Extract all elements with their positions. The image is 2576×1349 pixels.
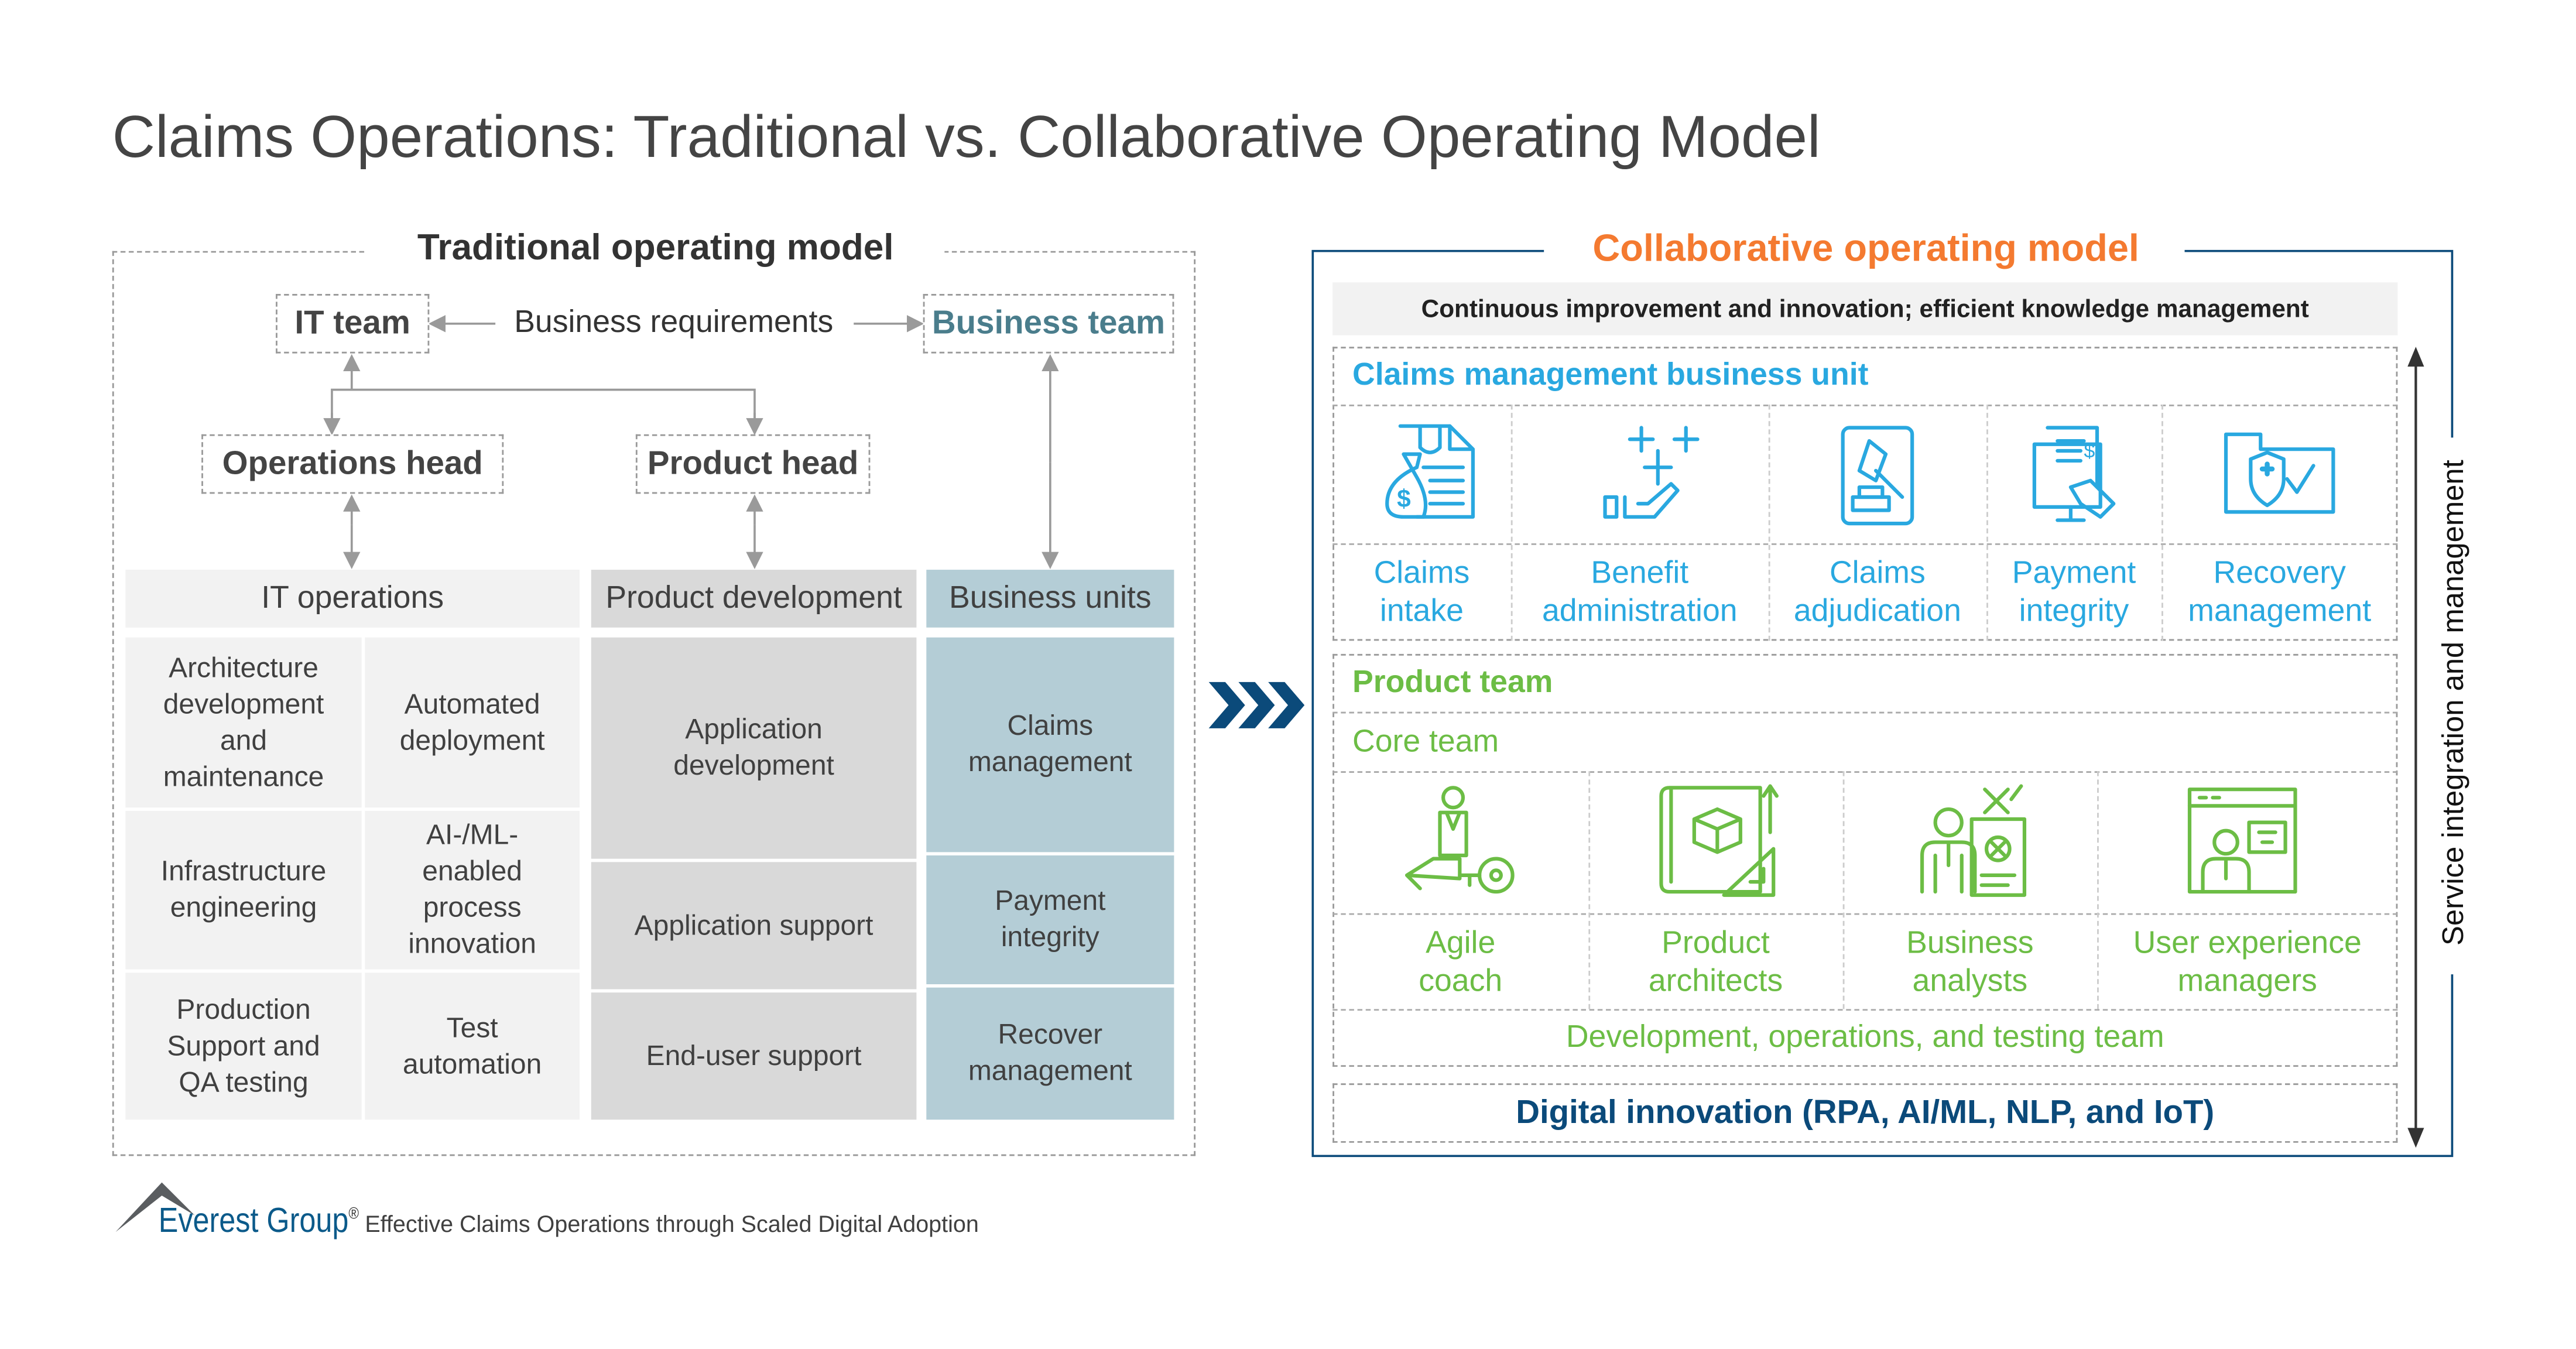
core-team-label: Core team [1352, 725, 1499, 760]
label-line: coach [1419, 964, 1503, 999]
chevron-right-icon [1208, 682, 1305, 728]
business-cell: Payment integrity [926, 855, 1174, 985]
label-line: architects [1648, 964, 1783, 999]
collaborative-frame [1311, 249, 2454, 1158]
column-header-business-units: Business units [926, 570, 1174, 628]
column-header-it-operations: IT operations [125, 570, 580, 628]
it-cell: Production Support and QA testing [125, 973, 362, 1120]
divider [1332, 543, 2398, 545]
product-cell: Application development [591, 637, 917, 859]
divider [1332, 913, 2398, 915]
business-team-box: Business team [923, 294, 1174, 354]
divider [1332, 771, 2398, 773]
it-team-box: IT team [276, 294, 430, 354]
divider [1332, 405, 2398, 406]
product-head-box: Product head [635, 434, 871, 494]
it-cell: AI-/ML-enabled process innovation [365, 810, 580, 970]
traditional-heading: Traditional operating model [366, 224, 945, 271]
label-line: Claims [1829, 556, 1926, 591]
svg-text:$: $ [2084, 440, 2095, 462]
label-line: Recovery [2213, 556, 2346, 591]
payment-document-icon: $ [2032, 426, 2116, 522]
business-requirements-label: Business requirements [514, 305, 834, 341]
column-header-product-development: Product development [591, 570, 917, 628]
person-key-icon [1405, 786, 1515, 894]
it-cell: Architecture development and maintenance [125, 637, 362, 808]
business-cell: Claims management [926, 637, 1174, 852]
digital-innovation-box: Digital innovation (RPA, AI/ML, NLP, and… [1332, 1083, 2398, 1143]
claims-unit-box [1332, 347, 2398, 641]
business-cell: Recover management [926, 987, 1174, 1120]
product-cell: End-user support [591, 992, 917, 1120]
devops-team-label: Development, operations, and testing tea… [1566, 1021, 2164, 1056]
it-cell: Infrastructure engineering [125, 810, 362, 970]
money-bag-document-icon: $ [1385, 424, 1475, 519]
hand-plus-icon [1603, 426, 1700, 519]
label-line: administration [1542, 594, 1738, 629]
divider [1588, 771, 1591, 1009]
it-cell: Test automation [365, 973, 580, 1120]
page-title: Claims Operations: Traditional vs. Colla… [112, 102, 1821, 170]
svg-text:$: $ [1397, 485, 1411, 512]
divider [1510, 405, 1513, 641]
divider [2097, 771, 2099, 1009]
shield-folder-icon [2224, 432, 2335, 514]
label-line: integrity [2019, 594, 2129, 629]
it-cell: Automated deployment [365, 637, 580, 808]
label-line: User experience [2133, 926, 2362, 961]
label-line: Claims [1373, 556, 1470, 591]
divider [1842, 771, 1845, 1009]
label-line: analysts [1912, 964, 2028, 999]
product-cell: Application support [591, 862, 917, 990]
everest-logo-text: Everest Group® [159, 1202, 359, 1242]
footer-caption: Effective Claims Operations through Scal… [365, 1210, 979, 1237]
divider [1332, 711, 2398, 714]
divider [2161, 405, 2163, 641]
gavel-icon [1841, 426, 1914, 526]
divider [1768, 405, 1770, 641]
label-line: adjudication [1793, 594, 1961, 629]
label-line: Business [1906, 926, 2034, 961]
divider [1986, 405, 1988, 641]
analyst-icon [1920, 784, 2027, 897]
product-team-title: Product team [1352, 665, 1553, 700]
claims-unit-title: Claims management business unit [1352, 358, 1869, 393]
label-line: intake [1379, 594, 1464, 629]
collaborative-heading: Collaborative operating model [1592, 225, 2139, 269]
label-line: Agile [1426, 926, 1496, 961]
label-line: Payment [2012, 556, 2136, 591]
operations-head-box: Operations head [201, 434, 504, 494]
blueprint-icon [1659, 784, 1779, 897]
label-line: Benefit [1591, 556, 1689, 591]
label-line: Product [1662, 926, 1770, 961]
side-label: Service integration and management [2436, 458, 2470, 945]
improvement-banner: Continuous improvement and innovation; e… [1332, 282, 2398, 335]
ux-manager-icon [2187, 788, 2297, 894]
divider [1332, 1009, 2398, 1011]
label-line: management [2188, 594, 2372, 629]
connector-arrows [323, 315, 1059, 569]
logo-text: Everest Group [158, 1202, 349, 1241]
label-line: managers [2177, 964, 2317, 999]
registered-mark: ® [348, 1205, 359, 1224]
everest-logo-mark [115, 1182, 195, 1232]
